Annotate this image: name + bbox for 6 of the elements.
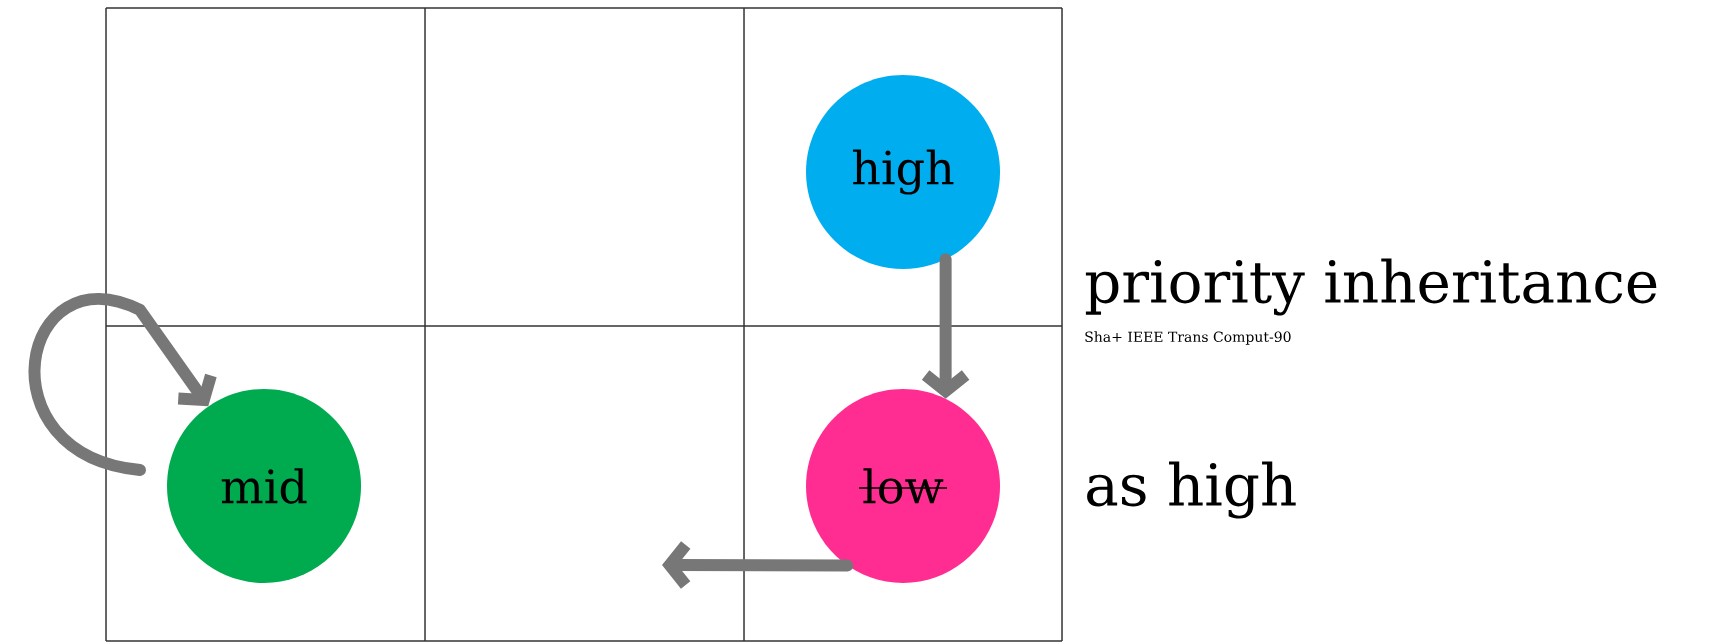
title-text: priority inheritance [1085, 258, 1657, 316]
arrow [921, 253, 970, 399]
arrow [662, 541, 854, 589]
arrow [29, 293, 217, 476]
citation: Sha+ IEEE Trans Comput-90 [1085, 331, 1291, 345]
side-text: as high [1087, 461, 1296, 519]
